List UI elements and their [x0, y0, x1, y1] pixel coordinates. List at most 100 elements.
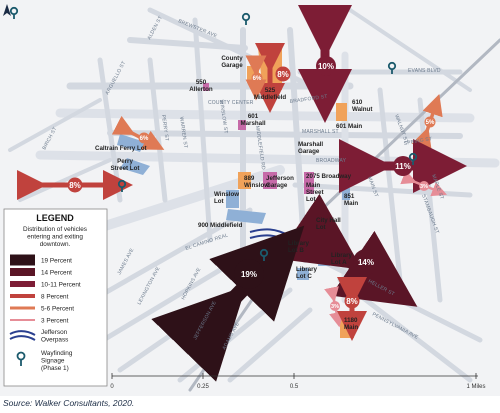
legend-overpass-1: Jefferson — [41, 329, 68, 336]
label-library-c-1: Library — [296, 266, 318, 273]
pct-right-arrow: 11% — [395, 162, 411, 171]
wayfinding-sign-icon — [387, 61, 397, 74]
legend-item-label: 8 Percent — [41, 293, 69, 300]
label-900-middlefield: 900 Middlefield — [198, 222, 243, 229]
parking-perry-street — [120, 158, 150, 175]
parking-900-middlefield — [226, 209, 266, 224]
scale-tick-025: 0.25 — [197, 384, 209, 390]
label-851-1: 851 — [344, 193, 355, 200]
label-winslow-lot-2: Lot — [214, 198, 224, 205]
pct-caltrain: 6% — [140, 136, 149, 142]
label-610-2: Walnut — [352, 106, 372, 113]
wayfinding-signs — [9, 6, 418, 261]
label-525-2: Middlefield — [254, 94, 287, 101]
parking-601-marshall — [238, 120, 246, 130]
pct-lower-right-b: 8% — [346, 297, 358, 306]
scale-tick-0: 0 — [110, 384, 114, 390]
street-perry: PERRY ST — [160, 114, 170, 141]
label-library-b-2: Lot B — [288, 247, 304, 254]
street-winslow: WINSLOW ST — [218, 99, 229, 134]
map-canvas: 10% 8% 6% 5% 6% 8% 11% 3% 14% 19% 3% 8% … — [0, 0, 500, 396]
label-889-2: Winslow — [244, 182, 269, 189]
legend-item-label: 5-6 Percent — [41, 305, 74, 312]
parking-winslow-lot — [226, 190, 239, 208]
pct-top-center: 10% — [318, 62, 334, 71]
label-city-hall-2: Lot — [316, 224, 326, 231]
label-library-a-2: Lot A — [331, 259, 347, 266]
label-county-garage-2: Garage — [221, 62, 243, 69]
pct-bottom-center: 19% — [241, 270, 257, 279]
label-perry-1: Perry — [117, 158, 133, 165]
label-1180-2: Main — [344, 324, 358, 331]
legend-wayfinding-3: (Phase 1) — [41, 365, 69, 372]
scale-tick-05: 0.5 — [290, 384, 299, 390]
label-889-1: 889 — [244, 175, 255, 182]
label-1180-1: 1180 — [344, 317, 358, 324]
parking-889-winslow — [238, 172, 251, 189]
source-caption: Source: Walker Consultants, 2020. — [3, 398, 135, 408]
pct-left-arrow: 8% — [69, 181, 81, 190]
wayfinding-sign-icon — [241, 12, 251, 25]
label-city-hall-1: City Hall — [316, 217, 341, 224]
parking-library-a — [318, 244, 330, 266]
street-spring: SPRING ST — [403, 136, 432, 147]
wayfinding-sign-icon — [408, 152, 418, 165]
parking-main-street — [304, 172, 314, 194]
label-library-c-2: Lot C — [296, 273, 312, 280]
street-county-center: COUNTY CENTER — [208, 100, 254, 106]
label-2075-broadway: 2075 Broadway — [306, 173, 352, 180]
parking-jefferson-garage — [263, 172, 277, 189]
label-525-1: 525 — [265, 87, 276, 94]
label-main-street-1: Main — [306, 182, 320, 189]
street-warren: WARREN ST — [178, 116, 188, 148]
parking-550-allerton — [203, 83, 209, 91]
legend-item-label: 14 Percent — [41, 269, 72, 276]
pct-lower-right-a: 3% — [331, 304, 339, 310]
scale-bar: 0 0.25 0.5 1 Miles — [110, 373, 486, 390]
label-library-a-1: Library — [331, 252, 353, 259]
legend-title: LEGEND — [36, 213, 74, 223]
label-851-2: Main — [344, 200, 358, 207]
label-jefferson-garage-2: Garage — [266, 182, 288, 189]
street-marshall: MARSHALL ST — [302, 129, 339, 135]
street-bradford: BRADFORD ST — [289, 94, 328, 105]
label-main-street-3: Lot — [306, 196, 316, 203]
label-601-marshall-2: Marshall — [240, 120, 265, 127]
label-marshall-garage-1: Marshall — [298, 141, 323, 148]
legend-wayfinding-2: Signage — [41, 358, 65, 365]
label-610-1: 610 — [352, 99, 363, 106]
legend-wayfinding-1: Wayfinding — [41, 350, 73, 357]
legend-desc-2: entering and exiting — [27, 234, 83, 241]
north-arrow-icon — [3, 4, 11, 16]
pct-top-left-arrow: 8% — [277, 70, 289, 79]
label-marshall-garage-2: Garage — [298, 148, 320, 155]
wayfinding-sign-icon — [259, 248, 269, 261]
street-evans: EVANS BLVD — [408, 68, 441, 74]
overpass-swatch — [9, 330, 36, 336]
legend-desc-3: downtown. — [40, 241, 71, 248]
legend-item-label: 3 Percent — [41, 317, 69, 324]
parking-610-walnut — [336, 103, 347, 121]
legend-desc-1: Distribution of vehicles — [23, 226, 87, 233]
label-caltrain-ferry: Caltrain Ferry Lot — [95, 145, 147, 152]
